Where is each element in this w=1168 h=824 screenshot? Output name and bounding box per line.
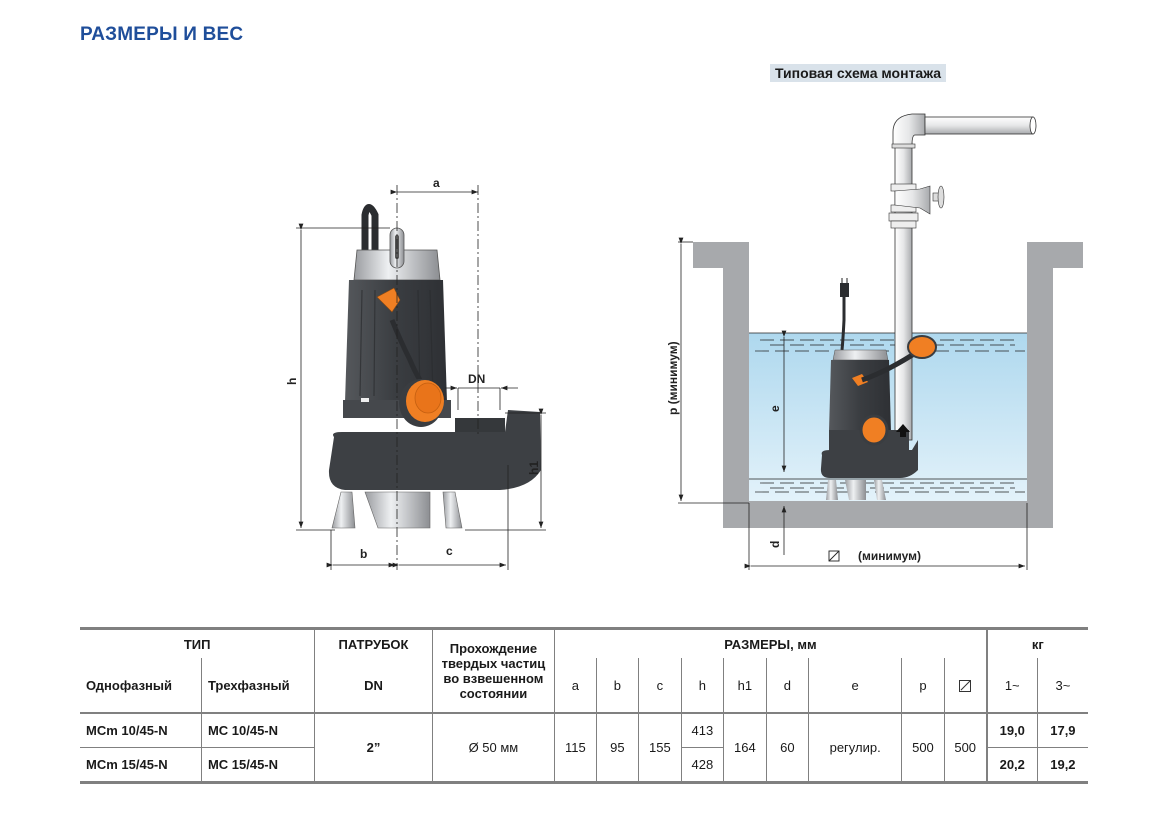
dim-label-h: h <box>285 378 299 385</box>
cell-weight-1: 20,2 <box>985 747 1038 783</box>
cell-a: 115 <box>554 713 597 783</box>
col-a: a <box>554 658 597 714</box>
header-weight: кг <box>985 628 1088 658</box>
table-row: MCm 10/45-N MC 10/45-N 2” Ø 50 мм 115 95… <box>80 713 1088 783</box>
col-b: b <box>595 658 639 714</box>
cell-single-phase: MCm 15/45-N <box>86 757 168 772</box>
col-h: h <box>680 658 724 714</box>
col-weight-1: 1~ <box>985 658 1038 714</box>
cell-weight-1: 19,0 <box>985 713 1038 748</box>
dim-label-square-min: (минимум) <box>858 549 921 563</box>
cell-three-phase: MC 10/45-N <box>200 713 315 748</box>
header-solids-line1: Прохождение <box>449 641 538 656</box>
page-title: РАЗМЕРЫ И ВЕС <box>80 24 244 45</box>
dim-label-h1: h1 <box>527 461 541 475</box>
cell-h: 428 <box>680 747 724 783</box>
col-d: d <box>765 658 809 714</box>
cell-three-phase: MC 15/45-N <box>200 747 315 783</box>
header-row-groups: ТИП ПАТРУБОК Прохождение твердых частиц … <box>80 628 1088 714</box>
drawings: a h h1 DN b c <box>285 113 1083 570</box>
header-solids: Прохождение твердых частиц во взвешенном… <box>431 628 555 714</box>
dim-label-p: p (минимум) <box>666 341 680 415</box>
dim-label-dn: DN <box>468 372 485 386</box>
cell-solids: Ø 50 мм <box>431 713 555 783</box>
dim-label-a: a <box>433 176 440 190</box>
spec-table: ТИП ПАТРУБОК Прохождение твердых частиц … <box>80 627 1088 784</box>
col-dn: DN <box>314 658 433 714</box>
header-row-columns: Однофазный Трехфазный DN a b c h h1 d e … <box>80 658 1088 714</box>
cell-h: 413 <box>680 713 724 748</box>
header-solids-line4: состоянии <box>459 686 528 701</box>
header-solids-line2: твердых частиц <box>441 656 546 671</box>
square-icon <box>828 550 840 562</box>
install-scheme-title: Типовая схема монтажа <box>770 64 947 82</box>
dim-label-e: e <box>768 405 782 412</box>
cell-d: 60 <box>765 713 809 783</box>
dim-label-b: b <box>360 547 367 561</box>
cell-square: 500 <box>943 713 987 783</box>
installation-diagram: p (минимум) e d (минимум) <box>666 113 1083 570</box>
cell-single-phase: MCm 10/45-N <box>80 713 202 748</box>
cell-dn: 2” <box>314 713 433 783</box>
col-c: c <box>638 658 682 714</box>
col-square <box>943 658 987 714</box>
header-dims: РАЗМЕРЫ, мм <box>554 628 987 658</box>
header-solids-line3: во взвешенном <box>443 671 544 686</box>
cell-p: 500 <box>901 713 945 783</box>
col-weight-3: 3~ <box>1036 658 1088 714</box>
dim-label-c: c <box>446 544 453 558</box>
cell-c: 155 <box>638 713 682 783</box>
pump-dimension-drawing: a h h1 DN b c <box>285 176 546 570</box>
square-icon <box>959 680 972 693</box>
cell-weight-3: 19,2 <box>1036 747 1088 783</box>
dim-label-d: d <box>768 541 782 548</box>
table-row: MCm 15/45-N MC 15/45-N 428 20,2 19,2 <box>80 747 1088 783</box>
col-e: e <box>808 658 902 714</box>
cell-weight-3: 17,9 <box>1036 713 1088 748</box>
cell-h1: 164 <box>723 713 767 783</box>
col-three-phase: Трехфазный <box>200 658 315 714</box>
cell-e: регулир. <box>808 713 902 783</box>
col-single-phase: Однофазный <box>80 658 202 714</box>
header-type: ТИП <box>183 636 211 652</box>
header-outlet: ПАТРУБОК <box>314 628 433 658</box>
col-h1: h1 <box>723 658 767 714</box>
col-p: p <box>901 658 945 714</box>
cell-b: 95 <box>595 713 639 783</box>
